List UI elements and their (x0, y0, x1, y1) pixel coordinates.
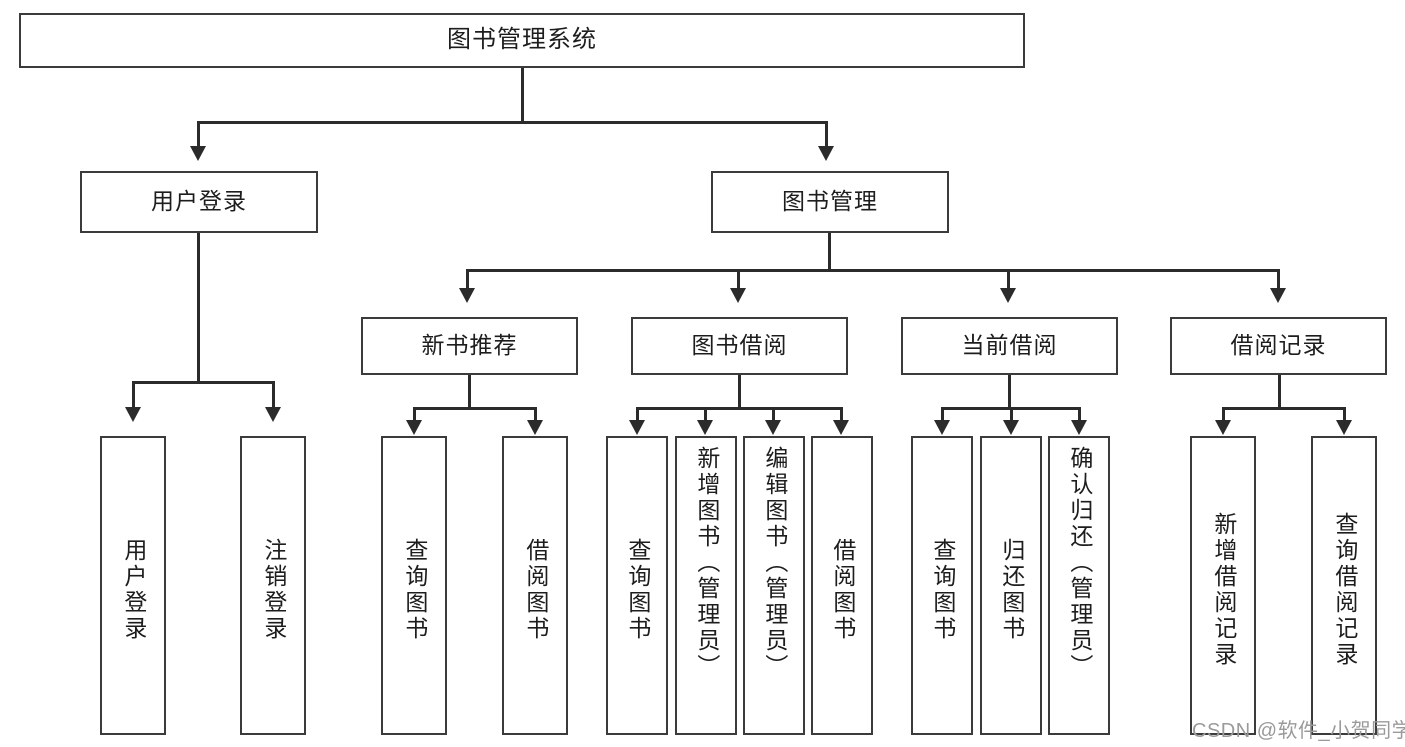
connector-borrow-record-bus (1222, 407, 1346, 410)
arrow-user-login-to-leaf-1 (125, 407, 141, 422)
connector-book-borrow-to-leaf-3 (772, 407, 775, 423)
connector-book-borrow-bus (636, 407, 843, 410)
node-borrow-record[interactable]: 借阅记录 (1170, 317, 1387, 375)
connector-new-book-to-leaf-1 (413, 407, 416, 423)
arrow-book-manage-to-new-book (459, 288, 475, 303)
node-label: 借阅图书 (522, 537, 549, 642)
leaf-query-book-recommend[interactable]: 查询图书 (381, 436, 447, 735)
leaf-logout-login[interactable]: 注销登录 (240, 436, 306, 735)
arrow-book-manage-to-book-borrow (730, 288, 746, 303)
connector-book-manage-to-book-borrow (737, 269, 740, 291)
node-label: 确认归还（管理员） (1066, 446, 1093, 680)
connector-book-borrow-to-leaf-1 (636, 407, 639, 423)
connector-book-manage-to-new-book (466, 269, 469, 291)
node-label: 查询图书 (401, 537, 428, 642)
connector-book-borrow-stem (738, 375, 741, 409)
node-label: 用户登录 (120, 537, 147, 642)
arrow-book-borrow-to-leaf-2 (697, 420, 713, 435)
csdn-watermark: CSDN @软件_小贺同学 (1192, 714, 1405, 743)
arrow-book-manage-to-borrow-record (1270, 288, 1286, 303)
node-label: 借阅记录 (1230, 332, 1327, 359)
node-label: 借阅图书 (829, 537, 856, 642)
connector-user-login-to-leaf-1 (132, 381, 135, 410)
connector-book-borrow-to-leaf-4 (840, 407, 843, 423)
leaf-edit-book[interactable]: 编辑图书（管理员） (743, 436, 805, 735)
connector-current-borrow-stem (1008, 375, 1011, 409)
arrow-current-borrow-to-leaf-3 (1071, 420, 1087, 435)
connector-new-book-bus (413, 407, 537, 410)
node-current-borrow[interactable]: 当前借阅 (901, 317, 1118, 375)
connector-root-bus (197, 121, 827, 124)
leaf-add-book[interactable]: 新增图书（管理员） (675, 436, 737, 735)
node-label: 用户登录 (151, 188, 247, 215)
connector-current-borrow-to-leaf-1 (941, 407, 944, 423)
arrow-current-borrow-to-leaf-2 (1003, 420, 1019, 435)
leaf-user-login[interactable]: 用户登录 (100, 436, 166, 735)
arrow-current-borrow-to-leaf-1 (934, 420, 950, 435)
node-label: 图书借阅 (691, 332, 788, 359)
arrow-user-login-to-leaf-2 (265, 407, 281, 422)
connector-book-manage-bus (466, 269, 1280, 272)
leaf-query-book-borrow[interactable]: 查询图书 (606, 436, 668, 735)
node-user-login[interactable]: 用户登录 (80, 171, 318, 233)
connector-borrow-record-stem (1278, 375, 1281, 409)
node-book-manage[interactable]: 图书管理 (711, 171, 949, 233)
node-label: 当前借阅 (961, 332, 1058, 359)
arrow-root-to-user-login (190, 146, 206, 161)
connector-borrow-record-to-leaf-1 (1222, 407, 1225, 423)
connector-user-login-to-leaf-2 (272, 381, 275, 410)
arrow-new-book-to-leaf-1 (406, 420, 422, 435)
connector-user-login-bus (132, 381, 275, 384)
node-label: 新增图书（管理员） (693, 446, 720, 680)
node-label: 查询借阅记录 (1331, 511, 1358, 668)
leaf-confirm-return[interactable]: 确认归还（管理员） (1048, 436, 1110, 735)
arrow-borrow-record-to-leaf-2 (1336, 420, 1352, 435)
connector-borrow-record-to-leaf-2 (1343, 407, 1346, 423)
connector-current-borrow-to-leaf-2 (1010, 407, 1013, 423)
connector-book-manage-to-borrow-record (1277, 269, 1280, 291)
leaf-add-borrow-record[interactable]: 新增借阅记录 (1190, 436, 1256, 735)
arrow-book-borrow-to-leaf-1 (629, 420, 645, 435)
node-label: 新书推荐 (421, 332, 518, 359)
connector-book-manage-to-current-borrow (1007, 269, 1010, 291)
node-label: 注销登录 (260, 537, 287, 642)
node-new-book-recommend[interactable]: 新书推荐 (361, 317, 578, 375)
arrow-book-manage-to-current-borrow (1000, 288, 1016, 303)
leaf-borrow-book-recommend[interactable]: 借阅图书 (502, 436, 568, 735)
connector-book-borrow-to-leaf-2 (704, 407, 707, 423)
connector-book-manage-stem (828, 233, 831, 271)
leaf-return-book[interactable]: 归还图书 (980, 436, 1042, 735)
leaf-borrow-book-borrow[interactable]: 借阅图书 (811, 436, 873, 735)
node-label: 图书管理系统 (447, 26, 597, 54)
arrow-root-to-book-manage (818, 146, 834, 161)
connector-root-to-book-manage (825, 121, 828, 149)
connector-root-to-user-login (197, 121, 200, 149)
leaf-query-book-current[interactable]: 查询图书 (911, 436, 973, 735)
leaf-query-borrow-record[interactable]: 查询借阅记录 (1311, 436, 1377, 735)
connector-root-stem (521, 68, 524, 122)
connector-new-book-stem (468, 375, 471, 409)
node-root-system[interactable]: 图书管理系统 (19, 13, 1025, 68)
node-label: 编辑图书（管理员） (761, 446, 788, 680)
node-label: 图书管理 (782, 188, 878, 215)
node-book-borrow[interactable]: 图书借阅 (631, 317, 848, 375)
arrow-book-borrow-to-leaf-4 (833, 420, 849, 435)
node-label: 查询图书 (929, 537, 956, 642)
watermark-text: CSDN @软件_小贺同学 (1192, 720, 1405, 742)
node-label: 查询图书 (624, 537, 651, 642)
node-label: 新增借阅记录 (1210, 511, 1237, 668)
node-label: 归还图书 (998, 537, 1025, 642)
connector-current-borrow-to-leaf-3 (1078, 407, 1081, 423)
arrow-book-borrow-to-leaf-3 (765, 420, 781, 435)
arrow-borrow-record-to-leaf-1 (1215, 420, 1231, 435)
connector-user-login-stem (197, 233, 200, 383)
arrow-new-book-to-leaf-2 (527, 420, 543, 435)
connector-new-book-to-leaf-2 (534, 407, 537, 423)
